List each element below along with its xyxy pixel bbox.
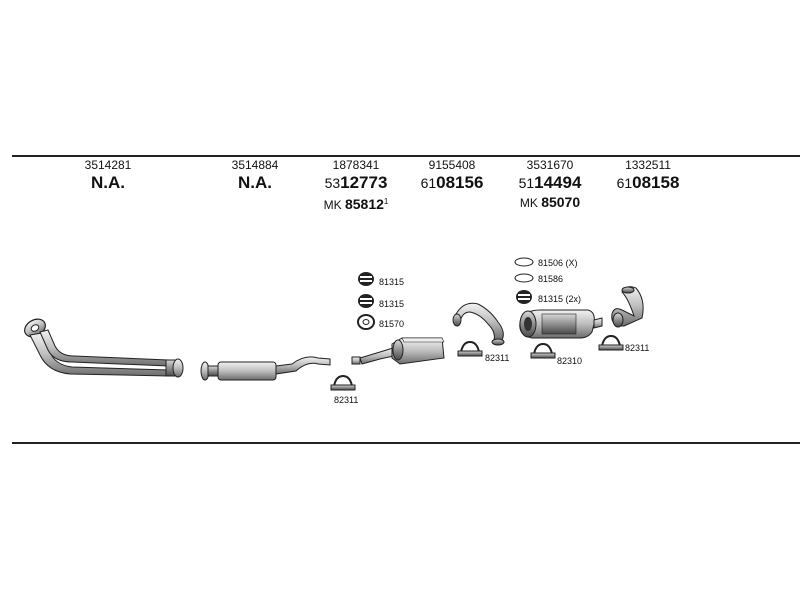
top-divider <box>12 155 800 157</box>
reference-number: 1332511 <box>625 158 671 172</box>
gasket-ring-icon <box>514 257 534 267</box>
part-column-3: 1878341 5312773 MK 858121 <box>296 158 416 213</box>
rear-silencer <box>519 309 603 339</box>
part-column-1: 3514281 N.A. <box>48 158 168 194</box>
part-column-4: 9155408 6108156 <box>392 158 512 194</box>
mk-number: MK 858121 <box>296 194 416 213</box>
part-label-82311: 82311 <box>625 343 649 353</box>
part-label-82311: 82311 <box>485 353 509 363</box>
part-column-6: 1332511 6108158 <box>588 158 708 194</box>
connecting-pipe <box>452 302 505 346</box>
part-number-text: N.A. <box>91 173 125 192</box>
tail-pipe <box>611 286 644 328</box>
part-number-text: N.A. <box>238 173 272 192</box>
gasket-ring-icon <box>514 273 534 283</box>
mk-number: MK 85070 <box>490 194 610 211</box>
part-number: N.A. <box>195 172 315 194</box>
rubber-hanger-icon <box>358 272 374 286</box>
part-number-text: 08156 <box>436 173 484 192</box>
part-number-prefix: 61 <box>420 175 437 191</box>
part-number-prefix: 53 <box>324 175 341 191</box>
part-number-text: 14494 <box>534 173 582 192</box>
rubber-hanger-icon <box>358 294 374 308</box>
intermediate-silencer <box>351 337 445 365</box>
mk-superscript: 1 <box>383 197 389 206</box>
part-number-text: 12773 <box>340 173 388 192</box>
ring-gasket-icon <box>357 314 375 330</box>
part-label-81315: 81315 <box>379 299 404 309</box>
part-number: 6108158 <box>588 172 708 194</box>
part-label-81570: 81570 <box>379 319 404 329</box>
mk-value: 85070 <box>541 194 581 210</box>
part-number: 5312773 <box>296 172 416 194</box>
exhaust-system-diagram: 81315 81315 81570 81506 (X) 81586 81315 … <box>24 257 649 405</box>
rubber-hanger-icon <box>516 290 532 304</box>
reference-number: 3514884 <box>231 158 279 172</box>
part-number-text: 08158 <box>632 173 680 192</box>
part-label-81586: 81586 <box>538 274 563 284</box>
clamp-icon <box>457 340 483 357</box>
reference-number: 9155408 <box>428 158 476 172</box>
part-column-5: 3531670 5114494 MK 85070 <box>490 158 610 211</box>
part-label-81315: 81315 <box>379 277 404 287</box>
reference-number: 3531670 <box>526 158 574 172</box>
reference-number: 1878341 <box>332 158 380 172</box>
bottom-divider <box>12 442 800 444</box>
front-pipe <box>24 318 184 378</box>
part-number-prefix: 51 <box>518 175 535 191</box>
clamp-icon <box>330 374 356 391</box>
mk-value: 85812 <box>344 196 384 212</box>
mk-prefix: MK <box>519 196 538 210</box>
part-number-prefix: 61 <box>616 175 633 191</box>
mk-prefix: MK <box>323 198 342 212</box>
clamp-icon <box>598 334 624 351</box>
front-silencer <box>200 356 331 381</box>
part-column-2: 3514884 N.A. <box>195 158 315 194</box>
reference-number: 3514281 <box>84 158 132 172</box>
part-label-82311: 82311 <box>334 395 358 405</box>
part-number: 5114494 <box>490 172 610 194</box>
part-number: N.A. <box>48 172 168 194</box>
part-number: 6108156 <box>392 172 512 194</box>
clamp-icon <box>530 342 556 359</box>
part-label-81315-2x: 81315 (2x) <box>538 294 581 304</box>
part-label-81506: 81506 (X) <box>538 258 578 268</box>
part-label-82310: 82310 <box>557 356 582 366</box>
